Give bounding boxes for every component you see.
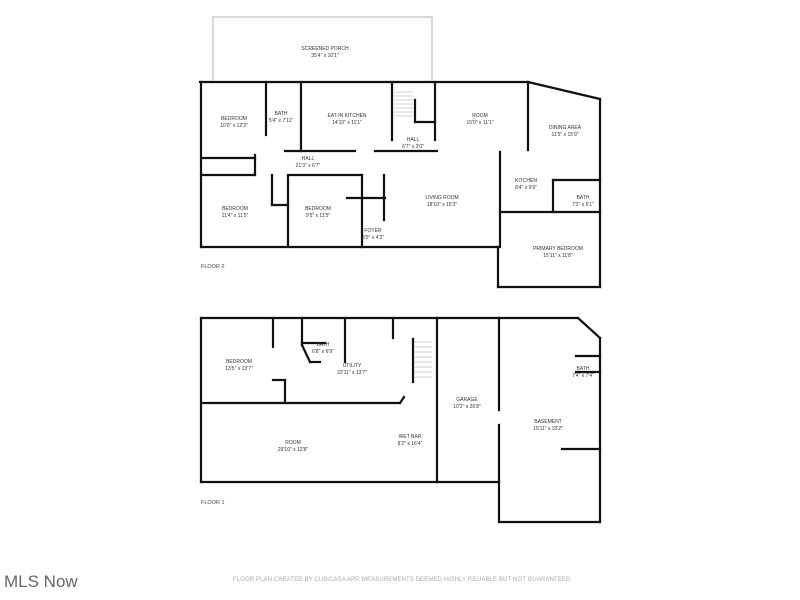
room-dimensions: 9'5" x 11'5" [306, 213, 330, 219]
room-name: BATH [577, 366, 590, 372]
room-name: UTILITY [343, 363, 362, 369]
room-name: BATH [577, 195, 590, 201]
room-dimensions: 11'5" x 15'9" [551, 132, 578, 138]
wall [300, 343, 312, 364]
room-name: HALL [407, 137, 420, 143]
room-dimensions: 13'5" x 13'7" [225, 366, 253, 372]
floor-1-label: FLOOR 1 [201, 500, 225, 506]
room-dimensions: 10'0" x 12'3" [220, 123, 248, 129]
room-dimensions: 29'10" x 12'8" [278, 447, 308, 453]
room-dimensions: 7'4" x 7'4" [572, 373, 594, 379]
disclaimer: FLOOR PLAN CREATED BY CUBICASA APP. MEAS… [233, 577, 573, 583]
room-name: ROOM [285, 440, 301, 446]
room-name: BASEMENT [534, 419, 562, 425]
floor-2-label: FLOOR 2 [201, 264, 225, 270]
room-dimensions: 15'11" x 11'8" [543, 253, 573, 259]
room-name: HALL [302, 156, 315, 162]
room-name: BATH [275, 111, 288, 117]
room-dimensions: 8'2" x 16'4" [398, 441, 423, 447]
room-name: PRIMARY BEDROOM [533, 246, 583, 252]
room-dimensions: 15'11" x 33'2" [533, 426, 563, 432]
room-dimensions: 18'10" x 15'3" [427, 202, 457, 208]
room-dimensions: 6'8" x 6'9" [312, 349, 334, 355]
room-dimensions: 11'4" x 11'5" [222, 213, 249, 219]
room-dimensions: 7'3" x 5'1" [572, 202, 594, 208]
wall [526, 80, 602, 101]
room-dimensions: 3'9" x 4'3" [362, 235, 384, 241]
wall [398, 395, 406, 405]
room-dimensions: 10'2" x 26'8" [453, 404, 481, 410]
room-name: BEDROOM [222, 206, 248, 212]
walls [198, 16, 602, 524]
room-name: BATH [317, 342, 330, 348]
room-dimensions: 22'11" x 13'7" [337, 370, 367, 376]
room-dimensions: 15'0" x 11'1" [466, 120, 493, 126]
room-dimensions: 6'7" x 3'0" [402, 144, 424, 150]
room-name: LIVING ROOM [425, 195, 458, 201]
room-name: DINING AREA [549, 125, 582, 131]
room-name: BEDROOM [226, 359, 252, 365]
room-dimensions: 35'4" x 10'1" [311, 53, 339, 59]
room-name: BEDROOM [305, 206, 331, 212]
room-name: BEDROOM [221, 116, 247, 122]
mls-now-logo: MLS Now [4, 572, 78, 591]
room-name: SCREENED PORCH [301, 46, 349, 52]
room-name: ROOM [472, 113, 488, 119]
room-name: FOYER [364, 228, 382, 234]
room-name: WET BAR [399, 434, 422, 440]
room-dimensions: 8'4" x 9'9" [515, 185, 537, 191]
room-dimensions: 5'4" x 7'11" [269, 118, 293, 124]
room-name: KITCHEN [515, 178, 537, 184]
room-dimensions: 14'10" x 11'1" [332, 120, 362, 126]
room-dimensions: 21'3" x 6'7" [296, 163, 321, 169]
room-name: GARAGE [456, 397, 478, 403]
wall [576, 316, 602, 340]
room-name: EAT-IN KITCHEN [327, 113, 366, 119]
